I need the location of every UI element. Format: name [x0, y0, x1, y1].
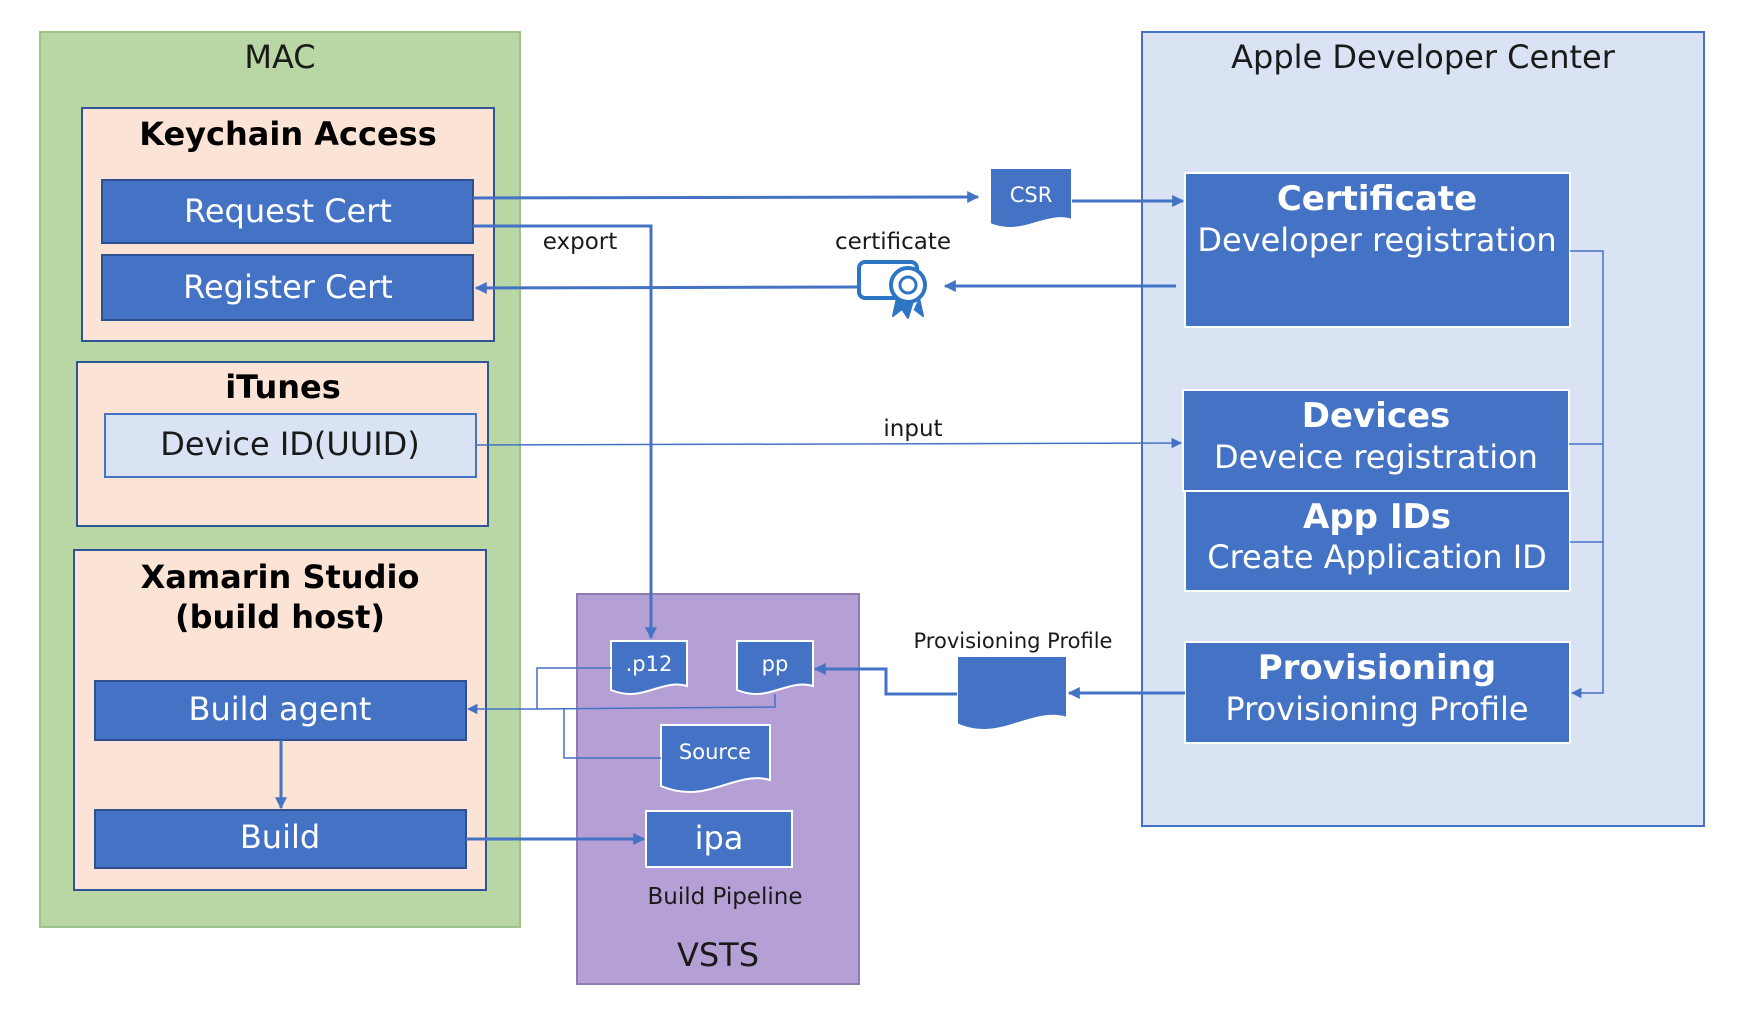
itunes-panel: iTunes Device ID(UUID) [76, 361, 489, 527]
build-host-subtitle: (build host) [175, 598, 385, 636]
input-label: input [883, 416, 942, 442]
certificate-title: Certificate [1277, 179, 1477, 219]
build-pipeline-label: Build Pipeline [647, 884, 802, 910]
app-ids-title: App IDs [1303, 497, 1451, 537]
xamarin-studio-panel: Xamarin Studio (build host) Build agent … [73, 549, 487, 891]
arrow-bracket-to-provisioning [1570, 250, 1604, 699]
arrow-p12-to-build-agent [466, 667, 611, 715]
p12-label: .p12 [626, 652, 673, 676]
source-label: Source [679, 740, 751, 764]
request-cert-label: Request Cert [184, 192, 392, 230]
register-cert-button[interactable]: Register Cert [101, 254, 474, 321]
certificate-flow-label: certificate [835, 229, 951, 255]
mac-title: MAC [244, 38, 315, 76]
request-cert-button[interactable]: Request Cert [101, 179, 474, 244]
arrow-profile-doc-to-pp [813, 663, 957, 696]
itunes-title: iTunes [225, 368, 341, 406]
arrow-source-to-build-agent [563, 709, 661, 759]
provisioning-title: Provisioning [1258, 648, 1497, 688]
arrow-icon-to-register-cert [474, 281, 858, 294]
ipa-box[interactable]: ipa [645, 810, 793, 868]
provisioning-profile-document[interactable] [956, 655, 1068, 732]
provisioning-profile-flow-label: Provisioning Profile [914, 629, 1113, 653]
app-ids-box[interactable]: App IDs Create Application ID [1184, 490, 1571, 592]
source-document[interactable]: Source [660, 724, 771, 794]
arrow-request-to-csr [472, 191, 980, 204]
certificate-box[interactable]: Certificate Developer registration [1184, 172, 1571, 328]
csr-document[interactable]: CSR [989, 167, 1073, 230]
build-agent-label: Build agent [189, 690, 372, 728]
device-id-box[interactable]: Device ID(UUID) [104, 413, 477, 478]
provisioning-box[interactable]: Provisioning Provisioning Profile [1184, 641, 1571, 744]
create-application-id-label: Create Application ID [1207, 538, 1547, 576]
export-label: export [543, 229, 618, 255]
build-agent-button[interactable]: Build agent [94, 680, 467, 741]
build-label: Build [240, 818, 320, 856]
vsts-container: VSTS Build Pipeline .p12 pp Source ipa [576, 593, 860, 985]
build-button[interactable]: Build [94, 809, 467, 869]
provisioning-profile-sub-label: Provisioning Profile [1225, 690, 1528, 728]
p12-document[interactable]: .p12 [610, 640, 688, 696]
pp-document[interactable]: pp [736, 640, 814, 696]
vsts-title: VSTS [677, 936, 759, 974]
csr-label: CSR [1010, 183, 1053, 207]
pp-label: pp [762, 652, 789, 676]
register-cert-label: Register Cert [183, 268, 393, 306]
certificate-icon [857, 260, 927, 319]
xamarin-studio-title: Xamarin Studio [141, 558, 420, 596]
device-registration-label: Deveice registration [1214, 438, 1538, 476]
ipa-label: ipa [695, 819, 744, 857]
arrow-device-id-to-devices [475, 437, 1183, 449]
arrow-pp-to-build-agent [536, 694, 776, 710]
apple-developer-center-title: Apple Developer Center [1231, 38, 1616, 76]
device-id-label: Device ID(UUID) [160, 425, 420, 463]
developer-registration-label: Developer registration [1197, 221, 1556, 259]
keychain-access-title: Keychain Access [139, 115, 437, 153]
keychain-access-panel: Keychain Access Request Cert Register Ce… [81, 107, 495, 342]
arrow-export-to-p12 [473, 224, 657, 640]
apple-developer-center-container: Apple Developer Center Certificate Devel… [1141, 31, 1705, 827]
devices-title: Devices [1302, 396, 1451, 436]
devices-box[interactable]: Devices Deveice registration [1182, 389, 1570, 492]
